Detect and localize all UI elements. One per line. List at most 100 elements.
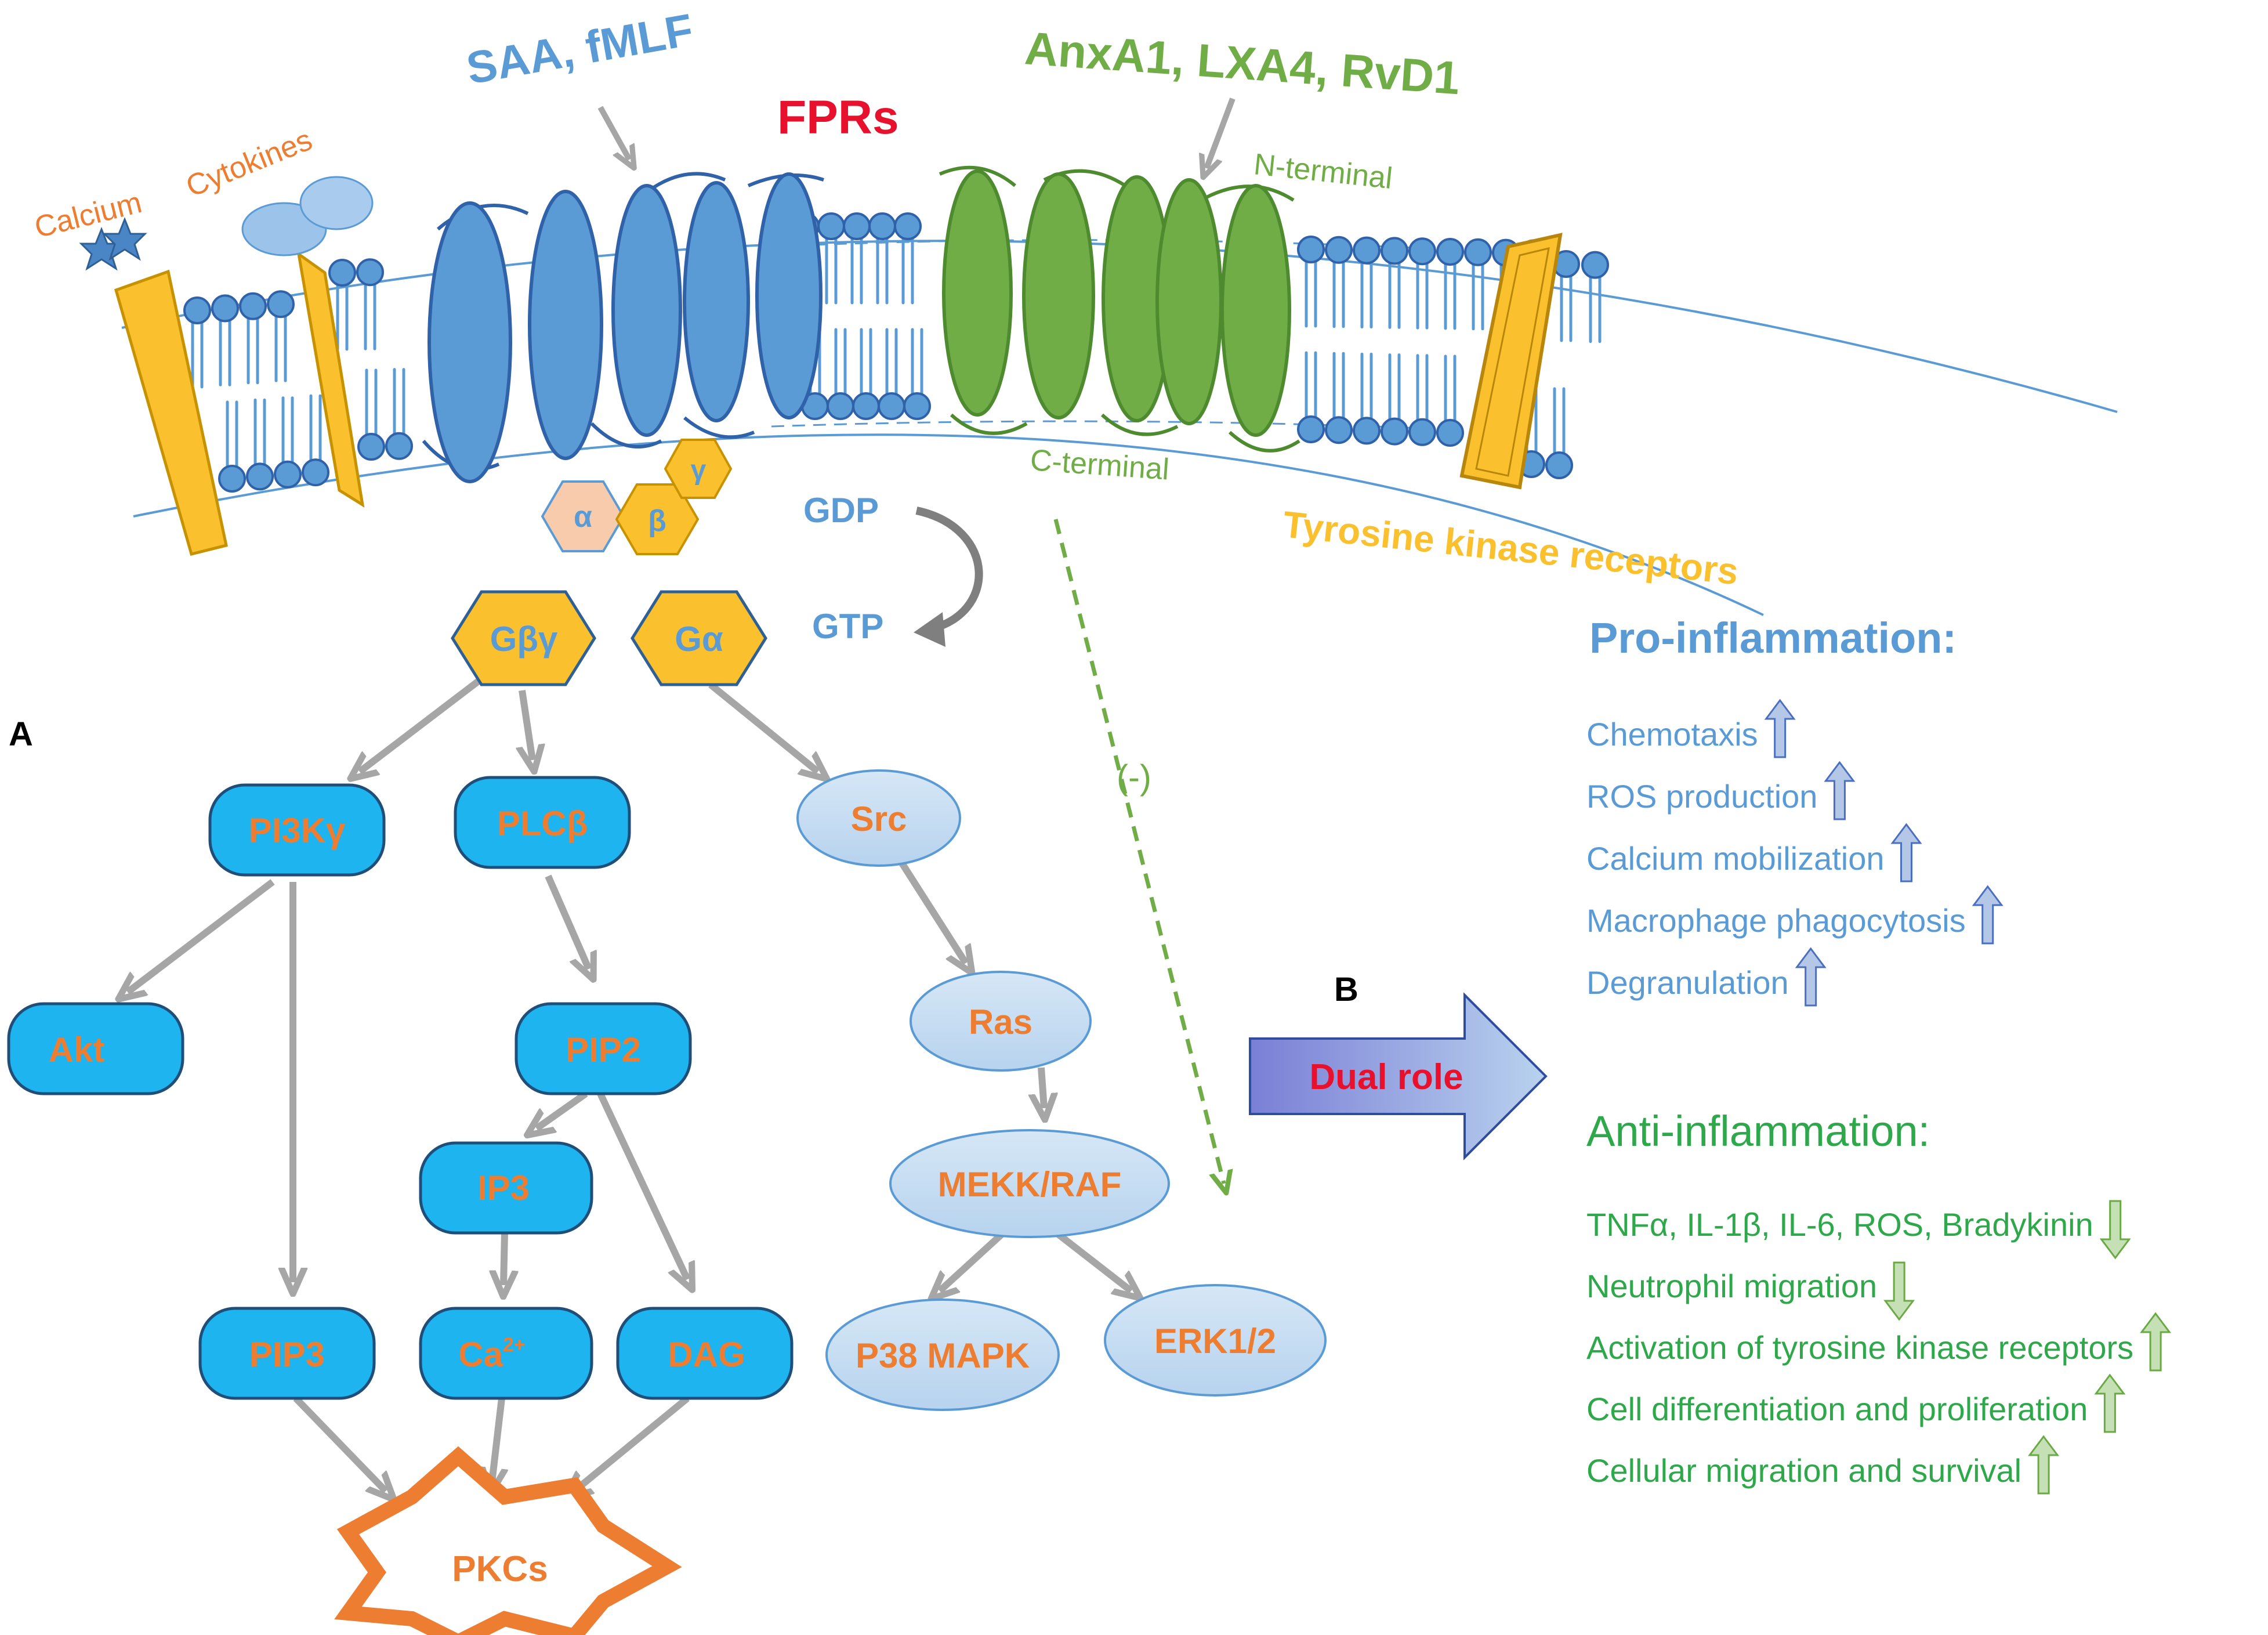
- panel-b-label: B: [1334, 971, 1358, 1008]
- svg-text:PIP3: PIP3: [249, 1335, 325, 1374]
- svg-text:Akt: Akt: [49, 1030, 105, 1069]
- phospholipid-head: [267, 290, 295, 319]
- gdp-label: GDP: [803, 491, 879, 530]
- saa-arrow: [597, 106, 629, 160]
- phospholipid-head: [1408, 237, 1436, 266]
- phospholipid-head: [356, 258, 384, 287]
- anti-inflammation-list: TNFα, IL-1β, IL-6, ROS, BradykininNeutro…: [1586, 1200, 2172, 1495]
- erk-node: ERK1/2: [1104, 1284, 1327, 1397]
- phospholipid-head: [1381, 417, 1408, 446]
- anti-inflammation-title: Anti-inflammation:: [1586, 1107, 1930, 1155]
- anti-item-text: TNFα, IL-1β, IL-6, ROS, Bradykinin: [1586, 1206, 2093, 1243]
- phospholipid-head: [1381, 237, 1408, 265]
- arrow-up-icon: [1764, 699, 1796, 758]
- phospholipid-head: [246, 462, 274, 491]
- inhibition-arrow: [1053, 519, 1224, 1184]
- svg-text:Dual role: Dual role: [1309, 1057, 1463, 1097]
- svg-text:Gβγ: Gβγ: [490, 620, 558, 659]
- svg-text:P38 MAPK: P38 MAPK: [856, 1336, 1030, 1375]
- pi3k-node: PI3Kγ: [208, 783, 386, 877]
- n-terminal-label: N-terminal: [1252, 147, 1394, 196]
- anti-item-text: Cellular migration and survival: [1586, 1452, 2021, 1489]
- anti-item-text: Activation of tyrosine kinase receptors: [1586, 1329, 2133, 1366]
- inhibition-label: (-): [1117, 758, 1151, 797]
- plcb-node: PLCβ: [454, 776, 631, 869]
- phospholipid-head: [1325, 236, 1353, 264]
- phospholipid-head: [868, 212, 896, 240]
- g-gamma-subunit: [664, 439, 733, 499]
- phospholipid-head: [1353, 417, 1381, 445]
- gdp-gtp-arrow: [915, 507, 983, 634]
- akt-node: Akt: [7, 1002, 184, 1095]
- phospholipid-head: [1353, 236, 1381, 265]
- phospholipid-head: [1297, 415, 1325, 443]
- mekk-raf-node: MEKK/RAF: [889, 1129, 1170, 1238]
- calcium-channel: Calcium: [31, 186, 228, 556]
- svg-text:PIP2: PIP2: [566, 1030, 641, 1069]
- phospholipid-head: [894, 212, 922, 240]
- tyrosine-kinase-label: Tyrosine kinase receptors: [1281, 503, 1741, 592]
- phospholipid-head: [843, 212, 871, 240]
- phospholipid-head: [817, 212, 845, 240]
- phospholipid-head: [1325, 416, 1353, 444]
- svg-text:DAG: DAG: [668, 1335, 745, 1374]
- cytokines-label: Cytokines: [182, 123, 317, 204]
- g-beta-gamma-node: Gβγ: [451, 590, 596, 686]
- arrow-up-icon: [1824, 761, 1856, 820]
- pro-item-text: Macrophage phagocytosis: [1586, 902, 1966, 939]
- fprs-label: FPRs: [777, 91, 899, 144]
- svg-text:γ: γ: [691, 455, 707, 486]
- svg-text:PLCβ: PLCβ: [497, 804, 588, 843]
- anxa1-label: AnxA1, LXA4, RvD1: [1023, 22, 1462, 104]
- p38-mapk-node: P38 MAPK: [825, 1298, 1060, 1411]
- phospholipid-head: [183, 296, 211, 324]
- phospholipid-head: [1436, 419, 1464, 447]
- arrow-up-icon: [2140, 1312, 2172, 1372]
- arrow-up-icon: [1890, 823, 1922, 882]
- calcium-node: Ca2+: [419, 1307, 593, 1400]
- anxa1-arrow: [1207, 97, 1236, 168]
- arrow-down-icon: [1883, 1261, 1915, 1321]
- phospholipid-head: [211, 294, 239, 323]
- svg-text:Gα: Gα: [675, 620, 723, 659]
- tyrosine-kinase-receptor: [1459, 233, 1563, 490]
- svg-text:α: α: [574, 500, 592, 534]
- src-node: Src: [796, 769, 961, 867]
- phospholipid-head: [852, 392, 880, 420]
- c-terminal-label: C-terminal: [1029, 443, 1170, 487]
- svg-text:Src: Src: [851, 800, 907, 838]
- g-alpha-node: Gα: [631, 590, 767, 686]
- pathway-arrows: [128, 676, 1131, 1491]
- dual-role-arrow: Dual role: [1249, 992, 1548, 1160]
- svg-text:PKCs: PKCs: [452, 1549, 548, 1589]
- pro-item-text: Calcium mobilization: [1586, 840, 1885, 877]
- cytokine-icon: [299, 176, 374, 230]
- g-alpha-subunit: [541, 480, 625, 552]
- phospholipid-head: [1408, 418, 1436, 446]
- phospholipid-head: [903, 392, 931, 420]
- pro-item-text: ROS production: [1586, 778, 1817, 815]
- phospholipid-head: [1436, 238, 1464, 266]
- arrow-up-icon: [1795, 947, 1827, 1007]
- svg-text:MEKK/RAF: MEKK/RAF: [938, 1165, 1122, 1204]
- svg-text:IP3: IP3: [477, 1169, 530, 1207]
- pip2-node: PIP2: [515, 1002, 692, 1095]
- phospholipid-head: [1464, 238, 1492, 266]
- pro-item-text: Degranulation: [1586, 964, 1789, 1001]
- phospholipid-head: [385, 432, 413, 460]
- phospholipid-head: [827, 392, 854, 420]
- svg-text:Ca2+: Ca2+: [458, 1334, 525, 1374]
- svg-text:Ras: Ras: [969, 1003, 1032, 1041]
- phospholipid-bilayer: [183, 212, 1609, 493]
- phospholipid-head: [274, 460, 302, 489]
- phospholipid-head: [1581, 251, 1609, 279]
- calcium-star-icon: [102, 216, 147, 261]
- phospholipid-head: [302, 458, 329, 487]
- pro-item-text: Chemotaxis: [1586, 716, 1758, 753]
- pip3-node: PIP3: [198, 1307, 376, 1400]
- g-protein-trimer: α β γ: [541, 439, 733, 555]
- saa-fmlf-label: SAA, fMLF: [463, 4, 697, 94]
- arrow-up-icon: [1972, 885, 2003, 945]
